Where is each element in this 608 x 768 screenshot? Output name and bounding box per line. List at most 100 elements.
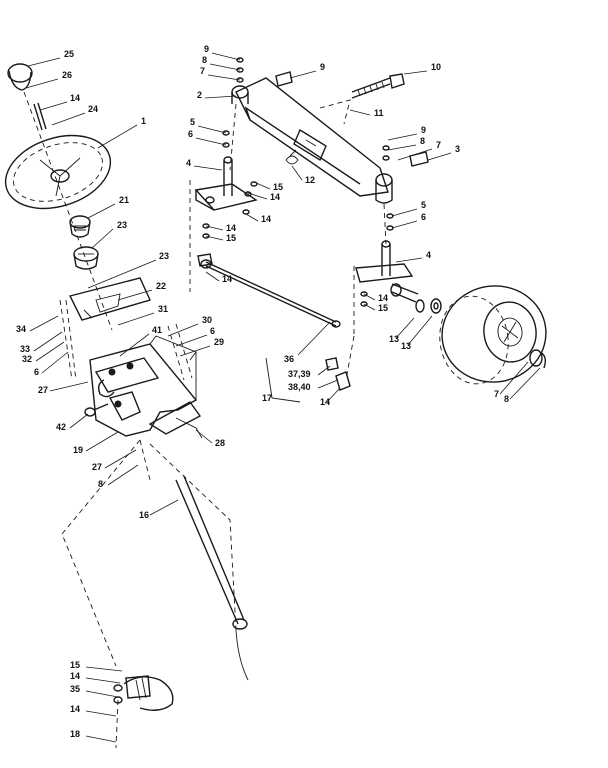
linkage-path (61, 439, 237, 667)
steering-shaft (33, 102, 47, 131)
callout-leader-23 (87, 259, 157, 289)
callout-leader-22 (117, 289, 153, 301)
part-callout-14: 14 (261, 214, 271, 224)
lower-linkage (113, 675, 174, 749)
part-callout-34: 34 (16, 324, 26, 334)
callout-leader-15 (363, 303, 376, 311)
steering-bushing (69, 215, 91, 238)
callout-leader-36 (297, 321, 331, 356)
part-callout-18: 18 (70, 729, 80, 739)
part-callout-8: 8 (504, 394, 509, 404)
callout-leader-11 (349, 109, 371, 116)
wheel-retainer (529, 349, 547, 369)
part-callout-6: 6 (210, 326, 215, 336)
callout-leader-12 (291, 165, 303, 181)
callout-leader-6 (195, 137, 227, 146)
callout-leader-14 (326, 387, 341, 403)
callout-leaders (25, 52, 541, 743)
callout-leader-13 (407, 315, 433, 346)
part-callout-26: 26 (62, 70, 72, 80)
callout-leader-14 (245, 213, 259, 222)
callout-leader-23 (91, 228, 114, 249)
part-callout-8: 8 (98, 479, 103, 489)
callout-leader-28 (195, 429, 213, 444)
callout-leader-14 (363, 293, 376, 301)
callout-leader-15 (253, 181, 271, 190)
callout-leader-7 (397, 148, 433, 161)
part-callout-15: 15 (378, 303, 388, 313)
part-callout-5: 5 (421, 200, 426, 210)
part-callout-8: 8 (202, 55, 207, 65)
part-callout-29: 29 (214, 337, 224, 347)
callout-leader-34 (29, 315, 59, 332)
callout-leader-8 (107, 464, 139, 486)
part-callout-28: 28 (215, 438, 225, 448)
part-callout-23: 23 (117, 220, 127, 230)
part-callout-19: 19 (73, 445, 83, 455)
callout-leader-21 (87, 203, 116, 219)
part-callout-27: 27 (92, 462, 102, 472)
part-callout-7: 7 (436, 140, 441, 150)
hardware-fasteners (202, 57, 429, 307)
part-callout-23: 23 (159, 251, 169, 261)
support-rod-left (59, 299, 77, 381)
part-callout-13: 13 (389, 334, 399, 344)
callout-leader-6 (175, 334, 208, 347)
axle-bolt-top (275, 71, 293, 87)
part-callout-30: 30 (202, 315, 212, 325)
part-callout-16: 16 (139, 510, 149, 520)
spring-clip (285, 149, 299, 165)
part-callout-27: 27 (38, 385, 48, 395)
part-callout-14: 14 (378, 293, 388, 303)
callout-leader-14 (205, 271, 220, 282)
part-callout-42: 42 (56, 422, 66, 432)
rail-dashed-mid (139, 439, 151, 481)
part-callout-3: 3 (455, 144, 460, 154)
rail-dashed-right (167, 323, 193, 381)
part-callout-7: 7 (494, 389, 499, 399)
part-callout-15: 15 (226, 233, 236, 243)
callout-leader-13 (395, 317, 415, 339)
steering-wheel (4, 134, 112, 210)
part-callout-11: 11 (374, 108, 384, 118)
callout-leader-31 (117, 312, 155, 326)
part-callout-25: 25 (64, 49, 74, 59)
bracket-17-line (265, 357, 301, 403)
callout-leader-27 (49, 381, 89, 392)
callout-leader-1 (97, 124, 138, 149)
callout-leader-30 (167, 323, 199, 337)
part-callout-15: 15 (70, 660, 80, 670)
callout-leader-8 (209, 63, 241, 71)
washers (415, 298, 442, 314)
callout-labels: 2526142412123232231306294134333262742192… (16, 44, 509, 739)
part-callout-6: 6 (34, 367, 39, 377)
part-callout-6: 6 (421, 212, 426, 222)
callout-leader-32 (35, 341, 65, 362)
callout-leader-9 (211, 52, 241, 61)
callout-leader-42 (69, 413, 89, 429)
callout-leader-25 (27, 57, 61, 67)
part-callout-15: 15 (273, 182, 283, 192)
pivot-bolt (351, 73, 405, 99)
callout-leader-4 (193, 165, 223, 171)
steering-support-bracket (68, 277, 151, 321)
tie-rod-end (325, 357, 351, 391)
part-callout-12: 12 (305, 175, 315, 185)
part-callout-14: 14 (70, 704, 80, 714)
front-axle (231, 77, 393, 204)
part-callout-33: 33 (20, 344, 30, 354)
callout-leader-9 (289, 70, 317, 79)
part-callout-24: 24 (88, 104, 98, 114)
part-callout-31: 31 (158, 304, 168, 314)
part-callout-10: 10 (431, 62, 441, 72)
part-callout-8: 8 (420, 136, 425, 146)
callout-leader-14 (39, 101, 68, 111)
part-callout-14: 14 (320, 397, 330, 407)
pivot-centerline (319, 99, 351, 125)
callout-leader-3 (427, 152, 452, 161)
part-callout-7: 7 (200, 66, 205, 76)
part-callout-22: 22 (156, 281, 166, 291)
part-callout-32: 32 (22, 354, 32, 364)
